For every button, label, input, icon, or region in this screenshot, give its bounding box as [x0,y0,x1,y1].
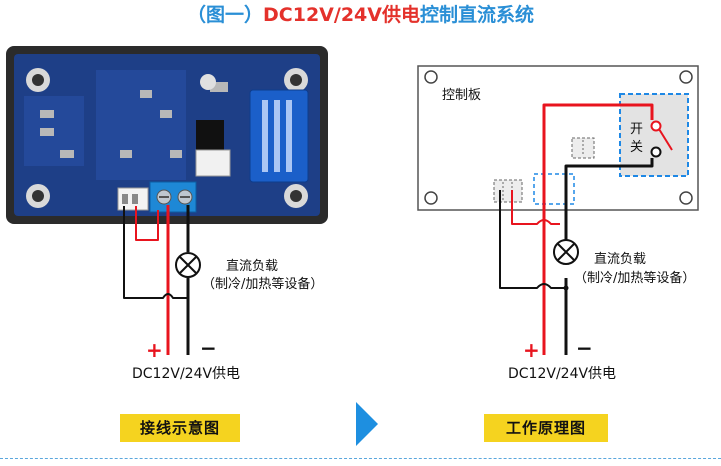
relay-switch [650,120,673,158]
left-supply: DC12V/24V供电 [132,366,241,382]
right-wiring [499,103,654,355]
left-wiring [123,205,190,355]
right-load-sub: （制冷/加热等设备） [574,271,696,286]
left-load-label: 直流负载 [226,259,279,274]
title-highlight: DC12V/24V供电 [263,4,420,26]
title-suffix: 控制直流系统 [419,4,534,26]
page-title: （图一）DC12V/24V供电控制直流系统 [0,2,721,28]
board-label: 控制板 [442,88,482,103]
terminal-signal [493,179,523,203]
right-minus: − [576,336,593,360]
buzzer [200,74,216,90]
left-badge: 接线示意图 [120,414,240,442]
mount-holes [26,68,308,208]
controller-module [6,46,328,224]
bottom-divider [0,458,721,459]
left-load-sub: （制冷/加热等设备） [202,277,324,292]
right-badge: 工作原理图 [484,414,608,442]
sensor-connector [195,149,231,177]
right-plus: + [523,338,540,362]
left-minus: − [200,336,217,360]
load-lamp-right [553,239,579,265]
load-lamp-left [175,252,201,278]
arrow-icon [356,402,378,446]
switch-open-label: 开 [630,122,644,137]
left-plus: + [146,338,163,362]
switch-close-label: 关 [630,140,644,155]
relay-box [619,93,689,177]
right-load-label: 直流负载 [594,252,647,267]
right-supply: DC12V/24V供电 [508,366,617,382]
title-prefix: （图一） [187,4,264,26]
